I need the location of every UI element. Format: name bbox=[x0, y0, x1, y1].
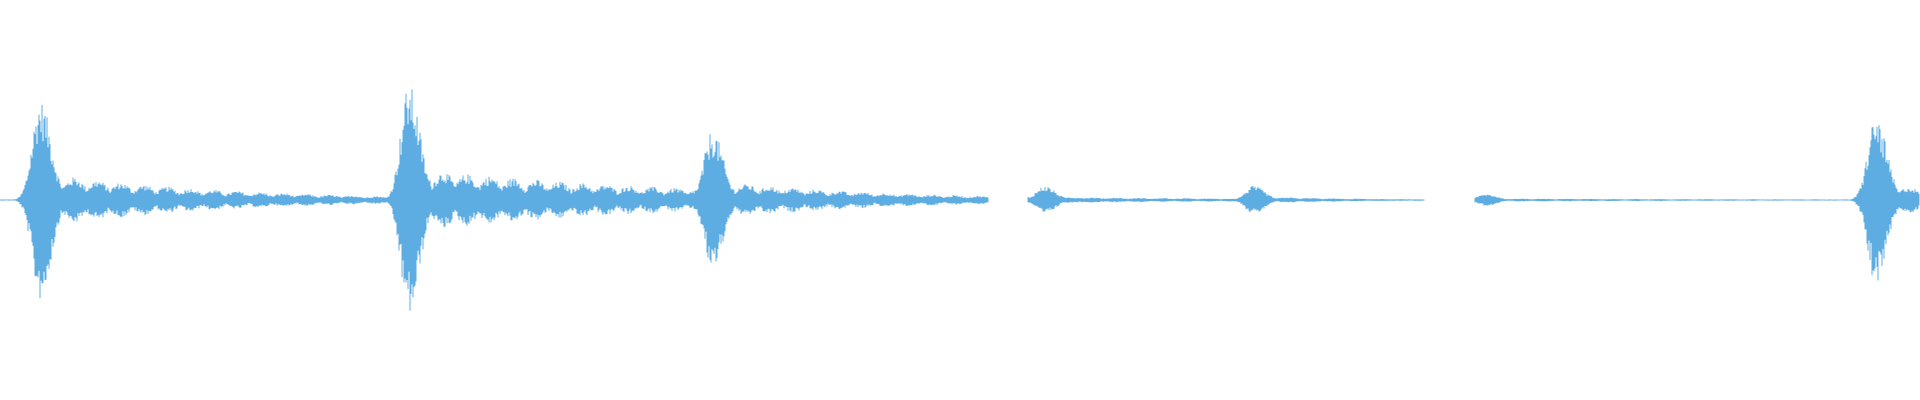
waveform-trace bbox=[0, 89, 1920, 311]
